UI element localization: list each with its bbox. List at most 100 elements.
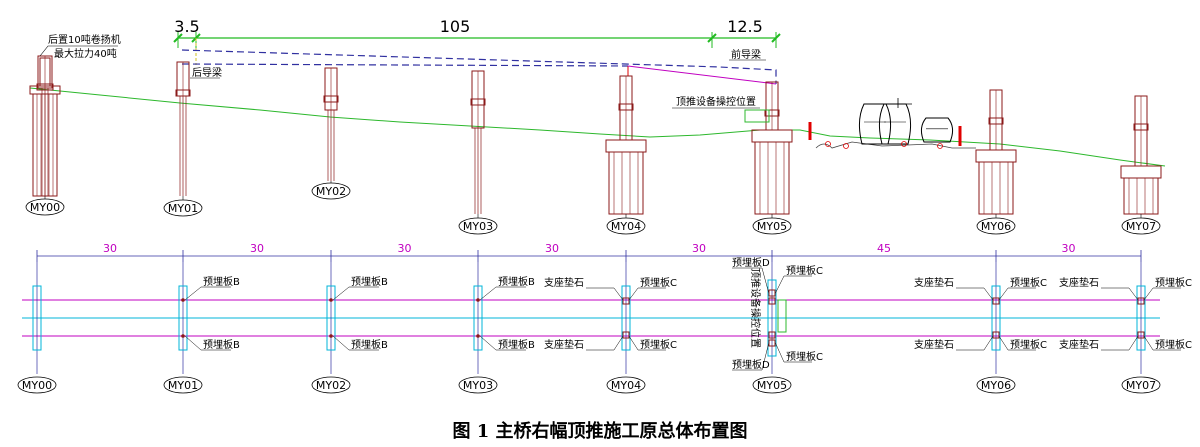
bearing-annotations: 支座垫石预埋板C支座垫石预埋板C (914, 276, 1047, 351)
pier-tag-outline (17, 376, 57, 394)
span-length-label: 30 (398, 242, 412, 255)
pier-cap (1120, 165, 1162, 179)
road-marker (937, 143, 943, 149)
embed-b-label-top: 预埋板B (203, 275, 240, 288)
dimension-arrow (771, 33, 781, 43)
pier-label: MY05 (757, 379, 787, 392)
pier-cap-plan (326, 285, 336, 351)
embed-point-top (476, 298, 480, 302)
pier-plan-my01: MY01 (163, 262, 203, 394)
pier-plan-my02: MY02 (311, 262, 351, 394)
embed-b-annotations: 预埋板B 预埋板B (332, 275, 388, 351)
front-nose-line (627, 65, 777, 85)
pier-label: MY04 (611, 220, 641, 233)
bearing-pad-bottom (1137, 331, 1145, 339)
pier-label: MY07 (1126, 220, 1156, 233)
control-station-plan (777, 299, 787, 333)
embed-b-leader-top (184, 286, 231, 301)
pier-label: MY00 (22, 379, 52, 392)
embed-point-top (329, 298, 333, 302)
embed-b-leader-bottom (332, 335, 379, 351)
pier-cap-plan (991, 285, 1001, 351)
span-length-label: 45 (877, 242, 891, 255)
control-position-vertical-label: 顶推设备操控位置 (749, 268, 762, 348)
pier-bearing-block (323, 95, 339, 103)
bearing-leader-bottom (586, 335, 624, 351)
embed-c-leader-top (1143, 287, 1181, 301)
rear-nose-label: 后导梁 (192, 66, 222, 79)
embed-c-leader-top (774, 275, 812, 295)
bearing-pad-bottom (992, 331, 1000, 339)
pier-label: MY02 (316, 379, 346, 392)
embed-d-leader-top (732, 267, 770, 295)
embed-c-leader-bottom (1143, 335, 1181, 351)
embed-b-label-bottom: 预埋板B (203, 338, 240, 351)
pier-tag-outline (458, 376, 498, 394)
pier-elevation-my07: MY07 (1120, 95, 1162, 235)
pier-cap-plan (621, 285, 631, 351)
embed-b-annotations: 预埋板B 预埋板B (479, 275, 535, 351)
embed-b-label-bottom: 预埋板B (498, 338, 535, 351)
road-marker (825, 141, 831, 147)
span-length-label: 30 (103, 242, 117, 255)
dimension-arrow (173, 33, 183, 43)
pier-tag-outline (1121, 376, 1161, 394)
embed-c-leader-top (628, 287, 666, 301)
dim-label-middle: 105 (440, 17, 471, 36)
embed-point-top (181, 298, 185, 302)
embed-c-leader-bottom (998, 335, 1036, 351)
bearing-pad-top (622, 297, 630, 305)
winch-leader (39, 45, 118, 57)
embed-d-label-top: 预埋板D (732, 256, 770, 269)
bearing-pad-label-bottom: 支座垫石 (544, 338, 584, 351)
beam-bottom-dashed (181, 63, 629, 67)
embed-b-label-bottom: 预埋板B (351, 338, 388, 351)
span-length-label: 30 (692, 242, 706, 255)
pier-label: MY02 (316, 185, 346, 198)
embed-c-label-top-my05: 预埋板C (786, 264, 823, 277)
bearing-pad-bottom (622, 331, 630, 339)
embed-b-label-top: 预埋板B (498, 275, 535, 288)
pier-plan-my04: MY04 (606, 262, 646, 394)
pier-elevation-my05: MY05 (751, 81, 793, 235)
pier-elevation-my00: MY00 (25, 55, 65, 216)
embed-c-leader-top (998, 287, 1036, 301)
figure-caption: 图 1 主桥右幅顶推施工原总体布置图 (452, 421, 748, 442)
pier-label: MY03 (463, 379, 493, 392)
span-length-label: 30 (545, 242, 559, 255)
bearing-pad-top-outer (768, 289, 776, 297)
front-nose-label: 前导梁 (731, 48, 761, 61)
bearing-leader-top (586, 287, 624, 301)
embed-b-leader-bottom (479, 335, 526, 351)
dim-label-right: 12.5 (727, 17, 763, 36)
embed-d-label-bottom: 预埋板D (732, 358, 770, 371)
pier-cap (751, 129, 793, 143)
embed-point-bottom (329, 334, 333, 338)
road-marker (901, 141, 907, 147)
embed-b-leader-top (332, 286, 379, 301)
embed-c-label-top: 预埋板C (640, 276, 677, 289)
pier-label: MY06 (981, 379, 1011, 392)
road-marker (843, 143, 849, 149)
pier-plan-my03: MY03 (458, 262, 498, 394)
pier-cap-plan (32, 285, 42, 351)
control-station-box (744, 109, 770, 123)
embed-c-leader-bottom (628, 335, 666, 351)
pier-elevation-my02: MY02 (311, 67, 351, 200)
pier-label: MY00 (30, 201, 60, 214)
pier-bearing-block (988, 117, 1004, 125)
pier-label: MY07 (1126, 379, 1156, 392)
bearing-pad-label-top: 支座垫石 (914, 276, 954, 289)
pier-cap-plan (178, 285, 188, 351)
embed-c-label-top: 预埋板C (1010, 276, 1047, 289)
bearing-pad-label-top: 支座垫石 (544, 276, 584, 289)
embed-b-label-top: 预埋板B (351, 275, 388, 288)
embed-c-label-top: 预埋板C (1155, 276, 1192, 289)
bearing-pad-top (992, 297, 1000, 305)
bearing-pad-top (1137, 297, 1145, 305)
pier-tag-outline (606, 376, 646, 394)
embed-d-leader-bottom (732, 341, 770, 371)
